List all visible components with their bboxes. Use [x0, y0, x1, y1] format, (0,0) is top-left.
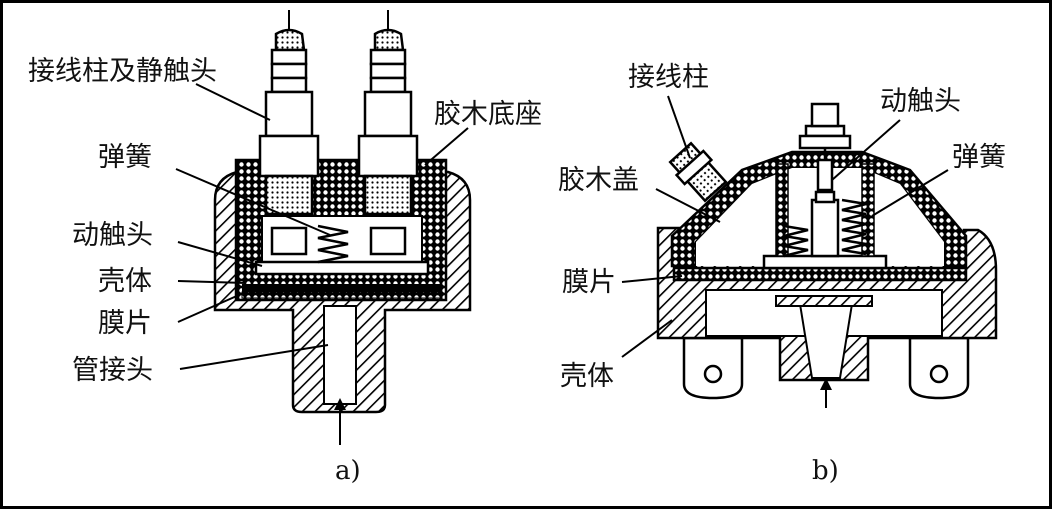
a-leader-housing	[177, 280, 247, 284]
figure-a-drawing: 接线柱及静触头 胶木底座 弹簧 动触头 壳体 膜片 管接头 a)	[28, 10, 542, 486]
a-label-pipe-joint: 管接头	[72, 355, 153, 386]
b-terminal-post	[668, 141, 728, 203]
a-label-spring: 弹簧	[98, 142, 152, 173]
b-pressure-arrow-head	[820, 378, 832, 390]
a-label-diaphragm: 膜片	[98, 308, 152, 339]
a-right-terminal	[357, 10, 419, 256]
a-leader-diaphragm	[177, 290, 249, 323]
b-label-diaphragm: 膜片	[562, 267, 616, 298]
b-leader-housing	[621, 319, 673, 358]
b-spring-left	[783, 224, 809, 258]
a-leader-base	[424, 127, 469, 166]
b-label-terminal: 接线柱	[628, 62, 709, 93]
a-pipe-bore	[323, 305, 357, 405]
a-caption: a)	[335, 456, 361, 486]
b-leader-terminal	[667, 95, 691, 159]
a-label-terminal-static-contact: 接线柱及静触头	[28, 56, 217, 87]
b-leader-spring	[871, 169, 949, 217]
a-label-moving-contact: 动触头	[72, 220, 153, 251]
a-left-terminal	[258, 10, 320, 256]
b-spring-right	[841, 198, 867, 256]
b-label-bakelite-cover: 胶木盖	[558, 165, 639, 196]
a-pressure-arrow-head	[334, 398, 346, 410]
a-leader-terminal	[195, 83, 271, 121]
b-label-housing: 壳体	[560, 361, 614, 392]
a-leader-spring	[175, 168, 331, 236]
a-leader-pipe	[179, 344, 329, 370]
a-label-housing: 壳体	[98, 266, 152, 297]
b-label-moving-contact: 动触头	[880, 86, 961, 117]
a-spring	[317, 224, 349, 264]
figure-b-drawing: 接线柱 动触头 胶木盖 弹簧 膜片 壳体 b)	[558, 62, 1006, 486]
b-leader-cover	[655, 188, 721, 223]
b-diaphragm	[672, 266, 968, 282]
b-mounting-ears	[682, 336, 970, 400]
a-label-bakelite-base: 胶木底座	[434, 99, 542, 130]
a-diaphragm-seat	[241, 291, 443, 299]
b-leader-diaphragm	[621, 275, 683, 283]
b-leader-moving-contact	[831, 119, 901, 181]
b-port-cap	[775, 295, 873, 307]
a-moving-contact	[254, 260, 430, 276]
a-leader-moving-contact	[177, 241, 263, 267]
a-diaphragm	[242, 284, 442, 292]
b-label-spring: 弹簧	[952, 142, 1006, 173]
b-moving-contact-assembly	[762, 102, 888, 270]
b-caption: b)	[812, 456, 839, 486]
